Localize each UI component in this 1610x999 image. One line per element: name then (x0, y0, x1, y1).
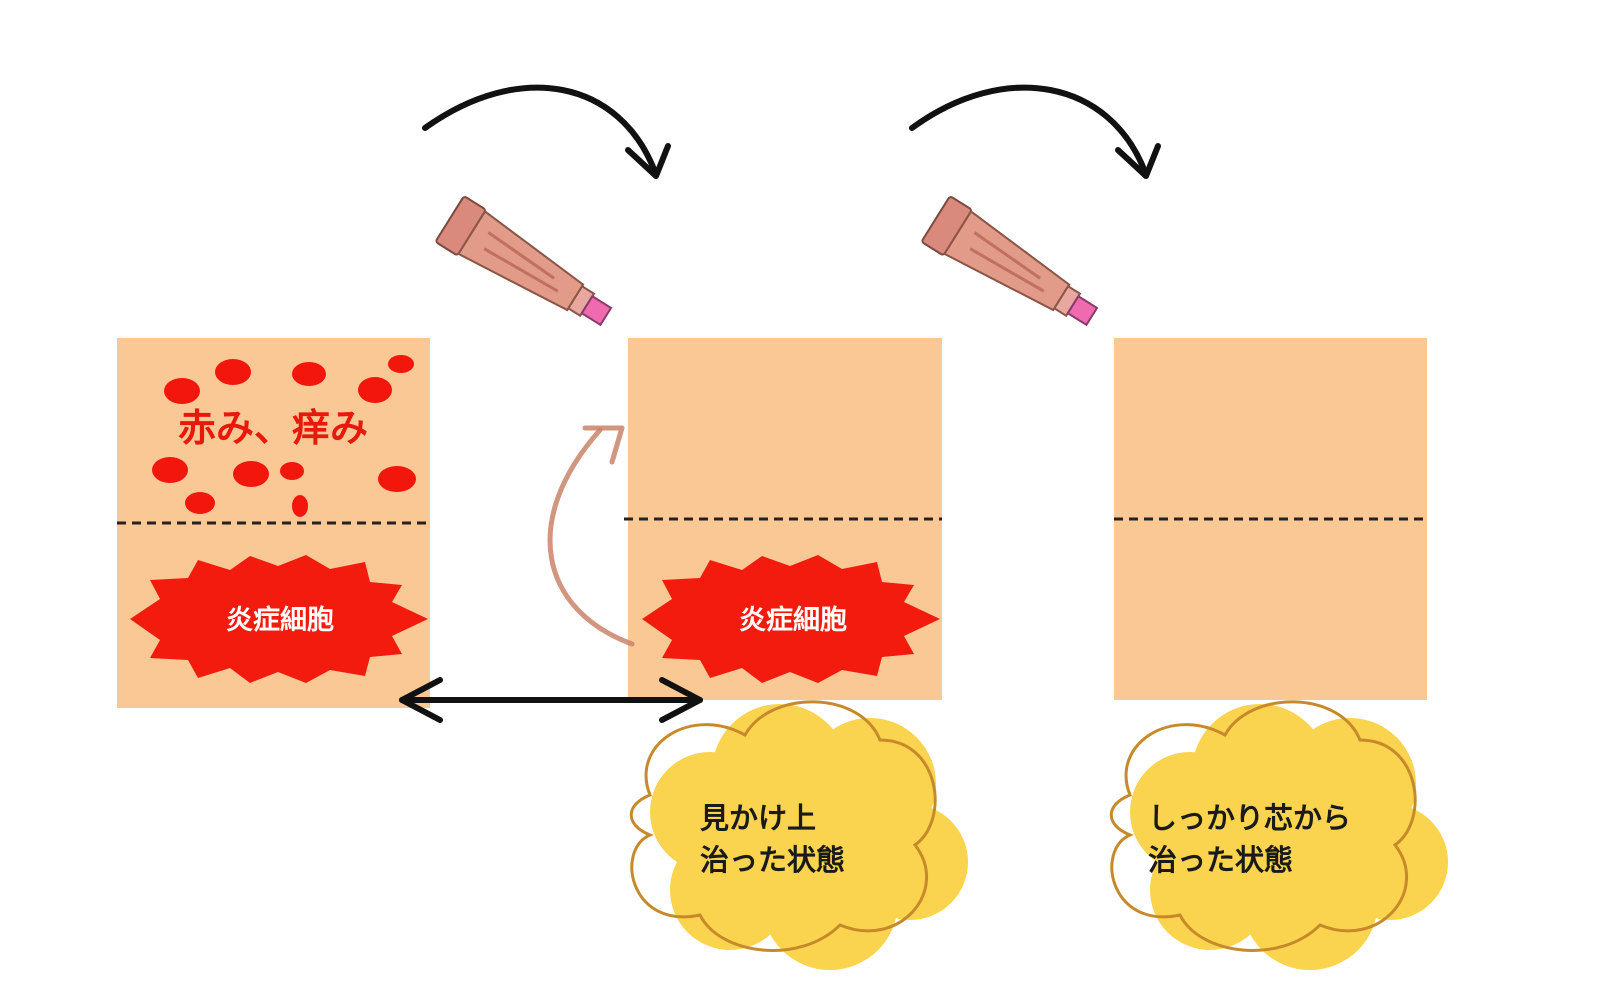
symptom-label: 赤み、痒み (178, 406, 368, 450)
thought-cloud-after: しっかり芯から 治った状態 (1109, 700, 1448, 970)
ointment-tube-icon (433, 194, 622, 341)
recurrence-arrow-icon (547, 425, 635, 647)
skin-panel-after (1114, 338, 1427, 700)
cloud-text-line-2: 治った状態 (1148, 843, 1293, 877)
curved-arrow-icon (422, 84, 671, 179)
inflammation-cell-label: 炎症細胞 (739, 605, 847, 636)
thought-cloud-middle: 見かけ上 治った状態 (629, 700, 968, 970)
skin-panel-before: 赤み、痒み 炎症細胞 (117, 338, 430, 708)
inflammation-burst (642, 555, 940, 683)
curved-arrow-icon (909, 84, 1161, 179)
cloud-text-line-1: 見かけ上 (700, 801, 816, 835)
double-headed-arrow-icon (399, 677, 703, 723)
inflammation-dots (152, 355, 416, 517)
skin-panel-middle: 炎症細胞 (624, 338, 942, 700)
inflammation-burst (130, 555, 428, 683)
cloud-text-line-2: 治った状態 (700, 843, 845, 877)
cloud-text-line-1: しっかり芯から (1148, 801, 1351, 835)
ointment-tube-icon (919, 194, 1108, 341)
inflammation-cell-label: 炎症細胞 (226, 605, 334, 636)
